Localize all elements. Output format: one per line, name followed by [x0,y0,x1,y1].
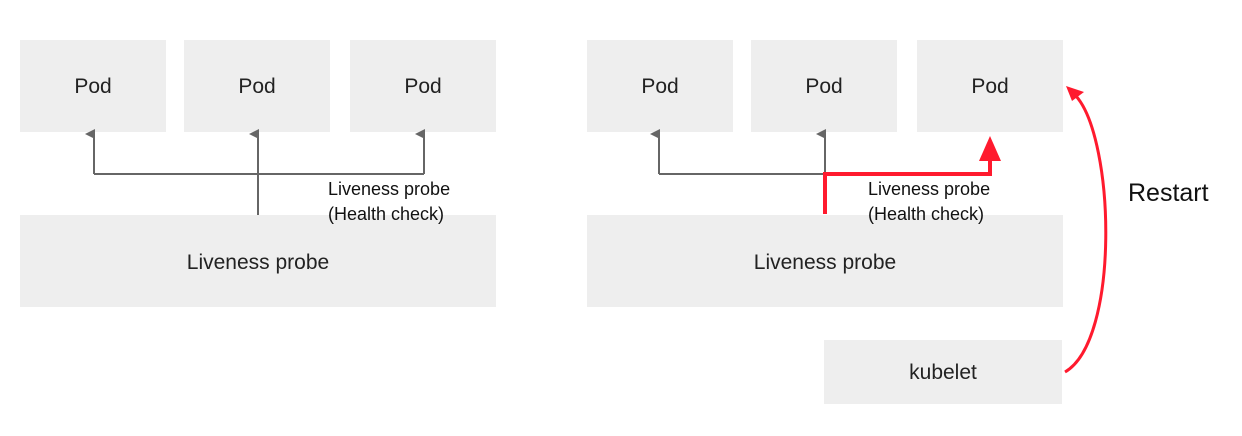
pod-box: Pod [587,40,733,132]
right-diagram: Pod Pod Pod Liveness probe Liveness prob… [587,40,1209,404]
pod-label: Pod [74,75,111,98]
note-line2: (Health check) [868,204,984,224]
failed-probe-arrow [823,136,1001,214]
left-diagram: Pod Pod Pod Liveness probe Liveness prob… [20,40,496,307]
pod-box: Pod [751,40,897,132]
pod-label: Pod [971,75,1008,98]
probe-label: Liveness probe [187,251,329,274]
liveness-probe-box: Liveness probe [587,215,1063,307]
pod-label: Pod [238,75,275,98]
restart-label: Restart [1128,179,1209,207]
pod-box: Pod [184,40,330,132]
probe-arrows [85,129,425,215]
pod-label: Pod [805,75,842,98]
liveness-probe-box: Liveness probe [20,215,496,307]
pod-box-failing: Pod [917,40,1063,132]
pod-label: Pod [641,75,678,98]
pod-box: Pod [350,40,496,132]
note-line2: (Health check) [328,204,444,224]
probe-label: Liveness probe [754,251,896,274]
kubelet-box: kubelet [824,340,1062,404]
pod-label: Pod [404,75,441,98]
note-line1: Liveness probe [868,179,990,199]
restart-arrow [1064,86,1108,374]
kubelet-label: kubelet [909,361,977,384]
probe-arrows [650,129,826,214]
note-line1: Liveness probe [328,179,450,199]
pod-box: Pod [20,40,166,132]
